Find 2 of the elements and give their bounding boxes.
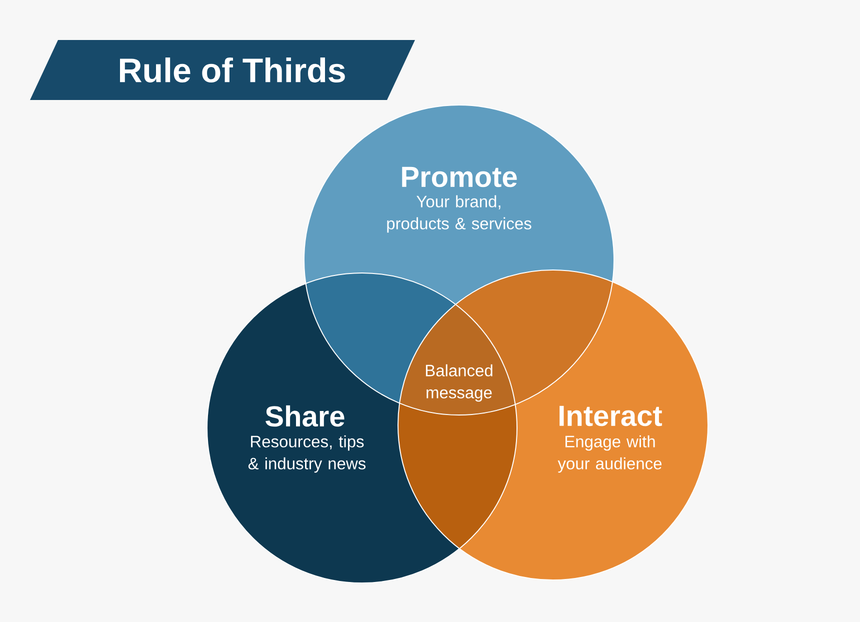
overlap-label: Balanced message bbox=[426, 364, 492, 402]
title-banner: Rule of Thirds bbox=[30, 40, 415, 100]
